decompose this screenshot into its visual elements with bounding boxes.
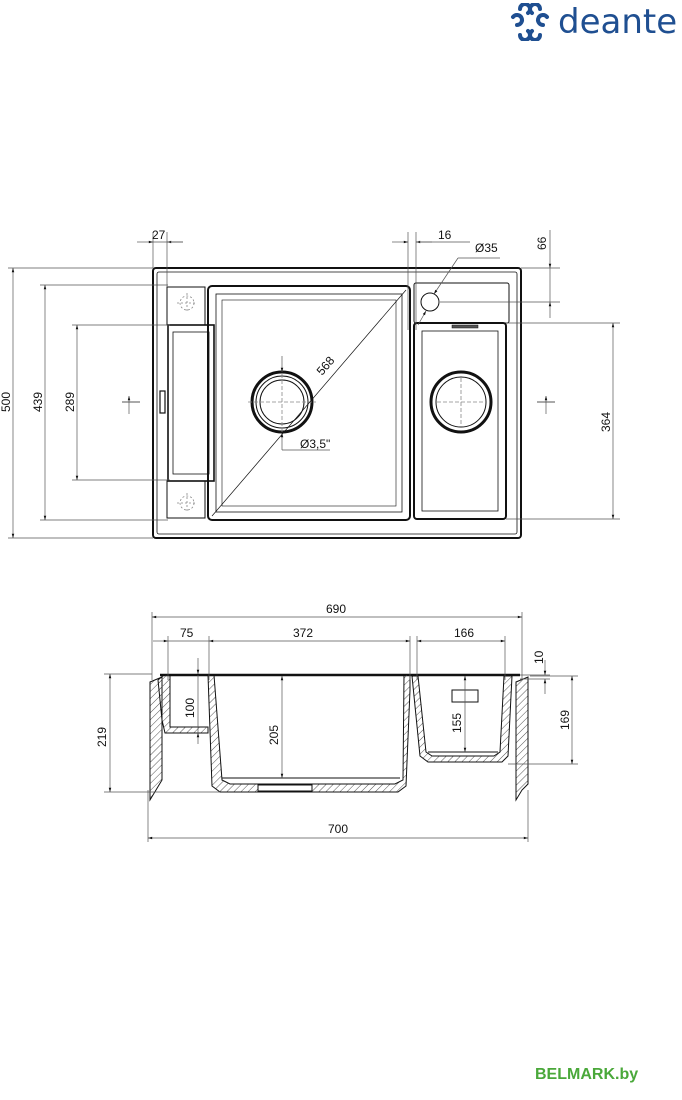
section-view-labels: 690 75 372 166 10 169 219 100 205 155 70… — [95, 602, 572, 836]
section-view — [149, 673, 529, 802]
top-view-dimensions — [8, 230, 620, 539]
dim-drainer-height: 100 — [183, 698, 197, 718]
dim-overall-depth: 500 — [0, 392, 13, 412]
dim-drainer-width: 75 — [180, 626, 194, 640]
dim-drain-size: Ø3,5" — [300, 437, 330, 451]
dim-edge-offset: 27 — [152, 228, 166, 242]
dim-small-bowl-height: 155 — [450, 713, 464, 733]
top-view-labels: 27 16 Ø35 66 500 439 289 568 Ø3,5" 364 — [0, 228, 613, 451]
dim-main-bowl-height: 205 — [267, 725, 281, 745]
brand-logo: deante — [508, 2, 677, 42]
dim-small-side-height: 169 — [558, 710, 572, 730]
dim-rim-thickness: 10 — [532, 650, 546, 664]
dim-total-height: 219 — [95, 727, 109, 747]
dim-overall-width: 690 — [326, 602, 346, 616]
dim-small-bowl-width: 166 — [454, 626, 474, 640]
dim-tap-vertical: 66 — [535, 236, 549, 250]
dim-tap-hole: Ø35 — [475, 241, 498, 255]
deante-logo-icon — [511, 3, 549, 41]
watermark: BELMARK.by — [535, 1066, 639, 1083]
dim-drainer-depth: 289 — [63, 392, 77, 412]
brand-name: deante — [558, 2, 678, 42]
section-view-dimensions — [104, 612, 578, 842]
top-view — [152, 267, 522, 539]
dim-cabinet-width: 700 — [328, 822, 348, 836]
dim-inner-depth: 439 — [31, 392, 45, 412]
dim-main-bowl-width: 372 — [293, 626, 313, 640]
dim-tap-offset: 16 — [438, 228, 452, 242]
dim-small-bowl-depth: 364 — [599, 412, 613, 432]
